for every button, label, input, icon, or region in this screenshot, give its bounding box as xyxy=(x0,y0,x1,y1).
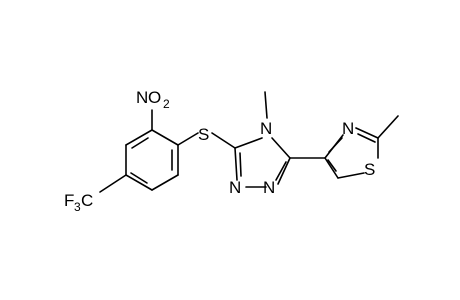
triazole-bond-n4-c5 xyxy=(271,137,291,159)
nitro-n-label: N xyxy=(136,88,148,107)
thiazole-bond-c5-c4 xyxy=(324,157,339,179)
benzene-ring xyxy=(125,129,179,191)
thiazole-methyl-bond xyxy=(377,115,399,139)
nitro-o-label: O xyxy=(148,88,161,107)
cf3-f-label: F xyxy=(64,191,74,210)
benzene-double-3 xyxy=(131,137,149,149)
cf3-bond xyxy=(99,174,127,193)
thiazole-s-label: S xyxy=(364,160,375,179)
benzene-bond-1 xyxy=(151,129,179,146)
thiazole-bond-n3-c2 xyxy=(355,127,379,139)
benzene-bond-3 xyxy=(151,174,179,191)
cf3-c-label: C xyxy=(81,191,93,210)
benzene-bond-4 xyxy=(125,174,153,191)
triazole-n1-label: N xyxy=(263,178,275,197)
benzene-bond-6 xyxy=(125,129,153,146)
thiazole-double-c5-c4 xyxy=(327,159,337,172)
thiazole-double-n3-c2 xyxy=(357,133,376,143)
thiazole-n-label: N xyxy=(342,119,354,138)
triazole-n4-label: N xyxy=(260,119,272,138)
triazole-bond-c3-n4 xyxy=(234,137,263,149)
sulfur-triazole-bond xyxy=(211,132,236,149)
thiazole-ring xyxy=(324,127,379,179)
aryl-sulfur-bond xyxy=(177,132,199,146)
triazole-double-n2-c3 xyxy=(239,152,242,177)
sulfur-linker-label: S xyxy=(198,125,209,144)
benzene-double-2 xyxy=(130,172,148,184)
triazole-bond-n2-c3 xyxy=(234,147,238,181)
thiazole-double-c4-n3 xyxy=(328,137,343,153)
triazole-bond-c5-n1 xyxy=(277,157,291,185)
thiazole-bond-s1-c5 xyxy=(337,172,365,179)
n-methyl-bond xyxy=(264,91,268,119)
triazole-n2-label: N xyxy=(229,178,241,197)
triazole-double-c5-n1 xyxy=(275,161,287,181)
triazole-ring xyxy=(234,137,291,188)
atom-labels: N O 2 S N N N N S F 3 C xyxy=(64,88,375,214)
nitro-o-count: 2 xyxy=(163,97,170,111)
cf3-f-count: 3 xyxy=(74,200,81,214)
